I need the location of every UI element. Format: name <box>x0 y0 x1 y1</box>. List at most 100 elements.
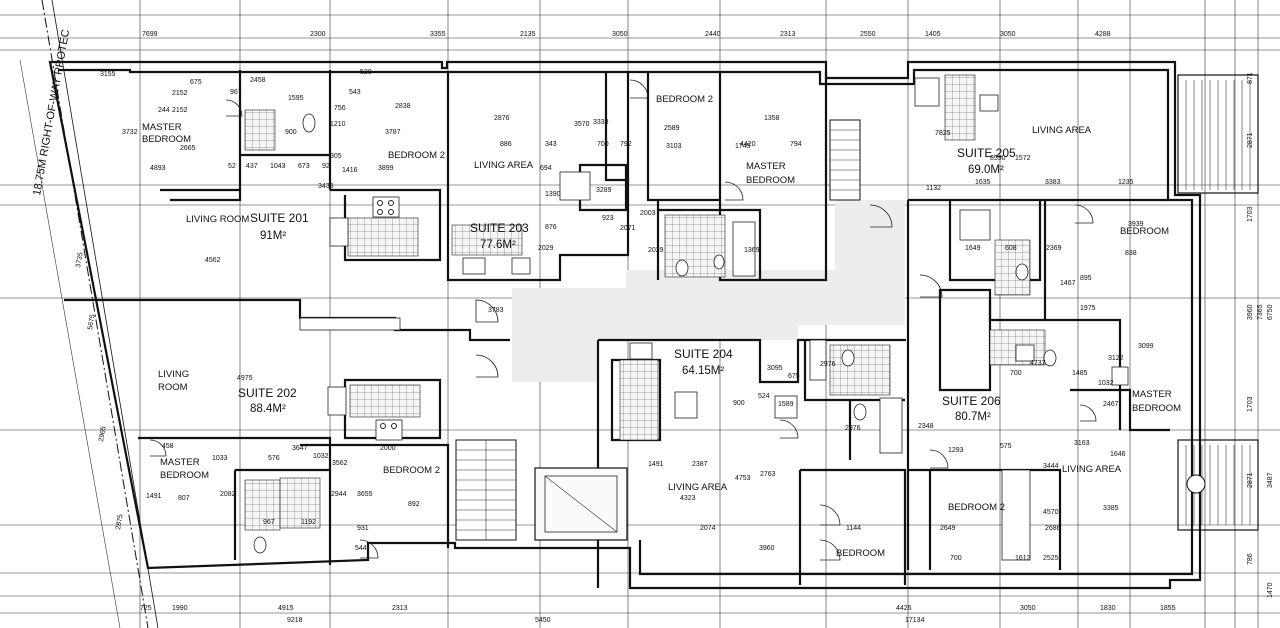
dimension-label: 9218 <box>287 617 303 624</box>
door-swings <box>149 79 1097 561</box>
dimension-label: 2467 <box>1103 401 1119 408</box>
dimension-label: 1470 <box>1267 582 1274 598</box>
dimension-label: 838 <box>1125 250 1137 257</box>
fixtures <box>253 77 1129 561</box>
room-label: MASTER <box>746 161 786 172</box>
dimension-label: 1033 <box>212 455 228 462</box>
dimension-label: 5675 <box>87 314 97 331</box>
dimension-label: 1855 <box>1160 605 1176 612</box>
suite-area: 77.6M² <box>480 239 516 251</box>
suite-area: 80.7M² <box>955 411 991 423</box>
dimension-label: 1192 <box>301 519 316 526</box>
room-label: BEDROOM 2 <box>656 94 713 105</box>
room-label: LIVING AREA <box>1062 464 1122 475</box>
room-label: MASTER <box>142 122 182 133</box>
dimension-label: 437 <box>246 163 258 170</box>
dimension-label: 1485 <box>1072 370 1088 377</box>
dimension-label: 1293 <box>948 447 964 454</box>
dimension-label: 2071 <box>620 225 636 232</box>
room-label: LIVING AREA <box>668 482 728 493</box>
dimensions-left: 3735 5675 2965 2875 <box>75 252 125 531</box>
interior-walls <box>64 70 1170 588</box>
dimension-label: 92 <box>322 163 330 170</box>
dimension-label: 1390 <box>545 191 561 198</box>
dimension-label: 700 <box>1010 370 1022 377</box>
dimension-label: 7825 <box>935 130 951 137</box>
dimension-label: 3433 <box>318 183 334 190</box>
dimension-label: 2525 <box>1043 555 1059 562</box>
dimension-label: 3735 <box>75 252 85 269</box>
dimension-label: 3787 <box>385 129 401 136</box>
suite-area: 64.15M² <box>682 365 724 377</box>
corridor <box>512 200 905 382</box>
dimension-label: 2965 <box>98 426 108 443</box>
dimension-label: 967 <box>263 519 275 526</box>
dimension-label: 1210 <box>330 121 346 128</box>
stair-top <box>829 119 861 201</box>
dimension-label: 2589 <box>664 125 680 132</box>
dimension-label: 3383 <box>1045 179 1061 186</box>
building-outline <box>48 60 1202 590</box>
dimension-label: 2369 <box>1046 245 1062 252</box>
room-label: BEDROOM <box>836 548 885 559</box>
dimension-label: 807 <box>178 495 190 502</box>
dimension-label: 2029 <box>538 245 554 252</box>
dimension-label: 1703 <box>1247 396 1254 412</box>
elevator <box>534 467 628 541</box>
dimension-label: 3899 <box>378 165 394 172</box>
dimension-label: 794 <box>790 141 802 148</box>
dimension-label: 2665 <box>180 145 196 152</box>
balcony-bottom <box>1177 439 1259 531</box>
dimension-label: 3732 <box>122 129 138 136</box>
dimensions-right: 871 2871 1703 3960 7365 6750 1703 2871 3… <box>1247 72 1274 598</box>
dimension-label: 4420 <box>740 141 756 148</box>
dimension-label: 2875 <box>115 514 125 531</box>
suite-206-label: SUITE 206 80.7M² <box>942 394 1001 423</box>
dimension-label: 5450 <box>535 617 551 624</box>
dimension-label: 3050 <box>1000 31 1016 38</box>
dimension-label: 694 <box>540 165 552 172</box>
dimension-label: 4562 <box>205 257 221 264</box>
dimension-label: 6750 <box>1267 304 1274 320</box>
dimension-label: 2082 <box>220 491 236 498</box>
dimension-label: 2003 <box>640 210 656 217</box>
dimension-label: 4893 <box>150 165 166 172</box>
room-label: MASTER <box>160 457 200 468</box>
dimension-label: 700 <box>597 141 609 148</box>
dimension-label: 458 <box>162 443 174 450</box>
dimension-label: 2348 <box>918 423 934 430</box>
dimension-label: 1467 <box>1060 280 1076 287</box>
room-label: LIVING AREA <box>1032 125 1092 136</box>
dimension-label: 2458 <box>250 77 266 84</box>
dimension-label: 3444 <box>1043 463 1059 470</box>
dimension-label: 1589 <box>778 401 794 408</box>
dimension-label: 4288 <box>1095 31 1111 38</box>
dimension-label: 305 <box>330 153 342 160</box>
dimension-label: 2387 <box>692 461 708 468</box>
dimension-label: 675 <box>190 79 202 86</box>
dimension-label: 2944 <box>331 491 347 498</box>
dimension-label: 2152 <box>172 107 188 114</box>
suite-203-label: SUITE 203 77.6M² <box>470 221 529 251</box>
dimension-label: 3960 <box>759 545 775 552</box>
dimension-label: 1990 <box>172 605 188 612</box>
dimension-label: 4426 <box>896 605 912 612</box>
dimension-label: 1975 <box>1080 305 1096 312</box>
dimension-label: 524 <box>758 393 770 400</box>
dimension-label: 1491 <box>146 493 162 500</box>
suite-name: SUITE 201 <box>250 211 309 225</box>
dimension-label: 544 <box>355 545 367 552</box>
dimension-label: 1646 <box>1110 451 1126 458</box>
suite-name: SUITE 202 <box>238 386 297 400</box>
dimension-label: 3099 <box>1138 343 1154 350</box>
dimension-label: 2763 <box>760 471 776 478</box>
dimension-label: 3122 <box>1108 355 1124 362</box>
suite-area: 91M² <box>260 230 286 242</box>
tiled-areas <box>244 74 1046 531</box>
stair-bottom <box>455 439 517 541</box>
dimension-label: 895 <box>1080 275 1092 282</box>
dimension-label: 3050 <box>1020 605 1036 612</box>
balcony-top <box>1177 74 1259 194</box>
room-label: LIVING ROOM <box>186 214 249 225</box>
